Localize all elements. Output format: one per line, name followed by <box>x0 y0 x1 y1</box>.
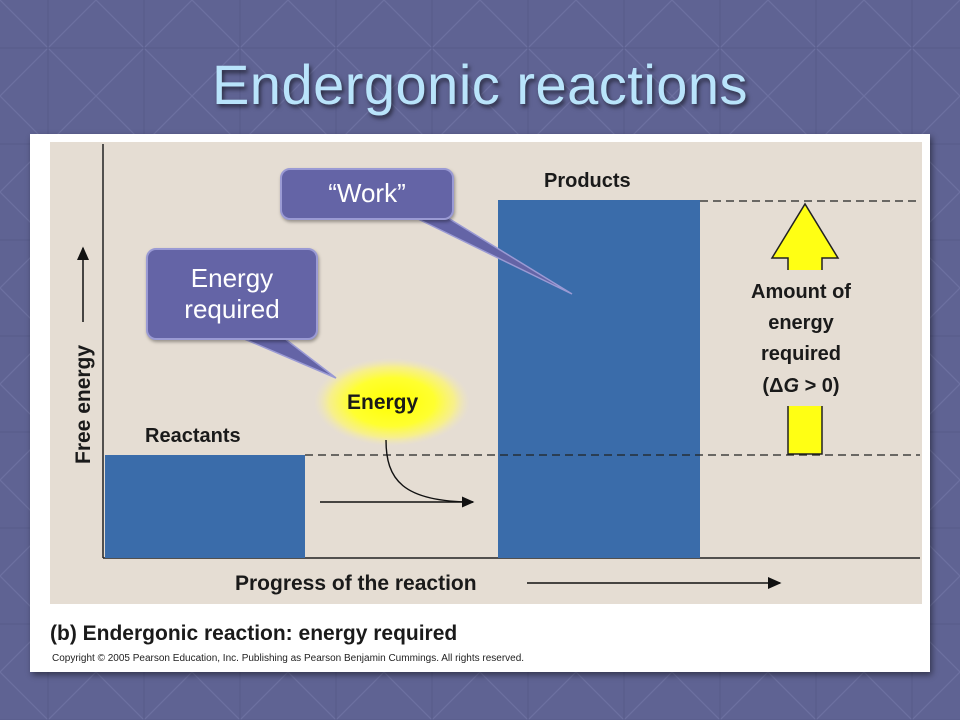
x-axis-label: Progress of the reaction <box>235 572 477 595</box>
amount-line-1: Amount of <box>751 281 851 303</box>
endergonic-diagram: Free energy Progress of the reaction Rea… <box>50 142 922 645</box>
energy-required-callout: Energy required <box>146 248 318 340</box>
y-axis-label: Free energy <box>72 345 95 464</box>
delta-g-label: (ΔG > 0) <box>762 375 839 397</box>
products-label: Products <box>544 170 631 192</box>
figure-panel: Free energy Progress of the reaction Rea… <box>30 134 930 672</box>
slide-title: Endergonic reactions <box>211 53 749 116</box>
amount-line-2: energy <box>768 312 834 334</box>
copyright-notice: Copyright © 2005 Pearson Education, Inc.… <box>52 653 525 664</box>
delta-symbol: Δ <box>769 375 783 397</box>
g-symbol: G <box>783 375 799 397</box>
products-bar <box>498 200 700 558</box>
work-callout: “Work” <box>280 168 454 220</box>
energy-label: Energy <box>347 391 419 414</box>
reactants-label: Reactants <box>145 425 241 447</box>
arrow-label-backdrop <box>732 270 878 406</box>
energy-input-arrow <box>385 439 475 508</box>
reactants-bar <box>105 455 305 558</box>
amount-line-3: required <box>761 343 841 365</box>
figure-caption: (b) Endergonic reaction: energy required <box>50 622 457 645</box>
energy-glow <box>314 358 470 446</box>
